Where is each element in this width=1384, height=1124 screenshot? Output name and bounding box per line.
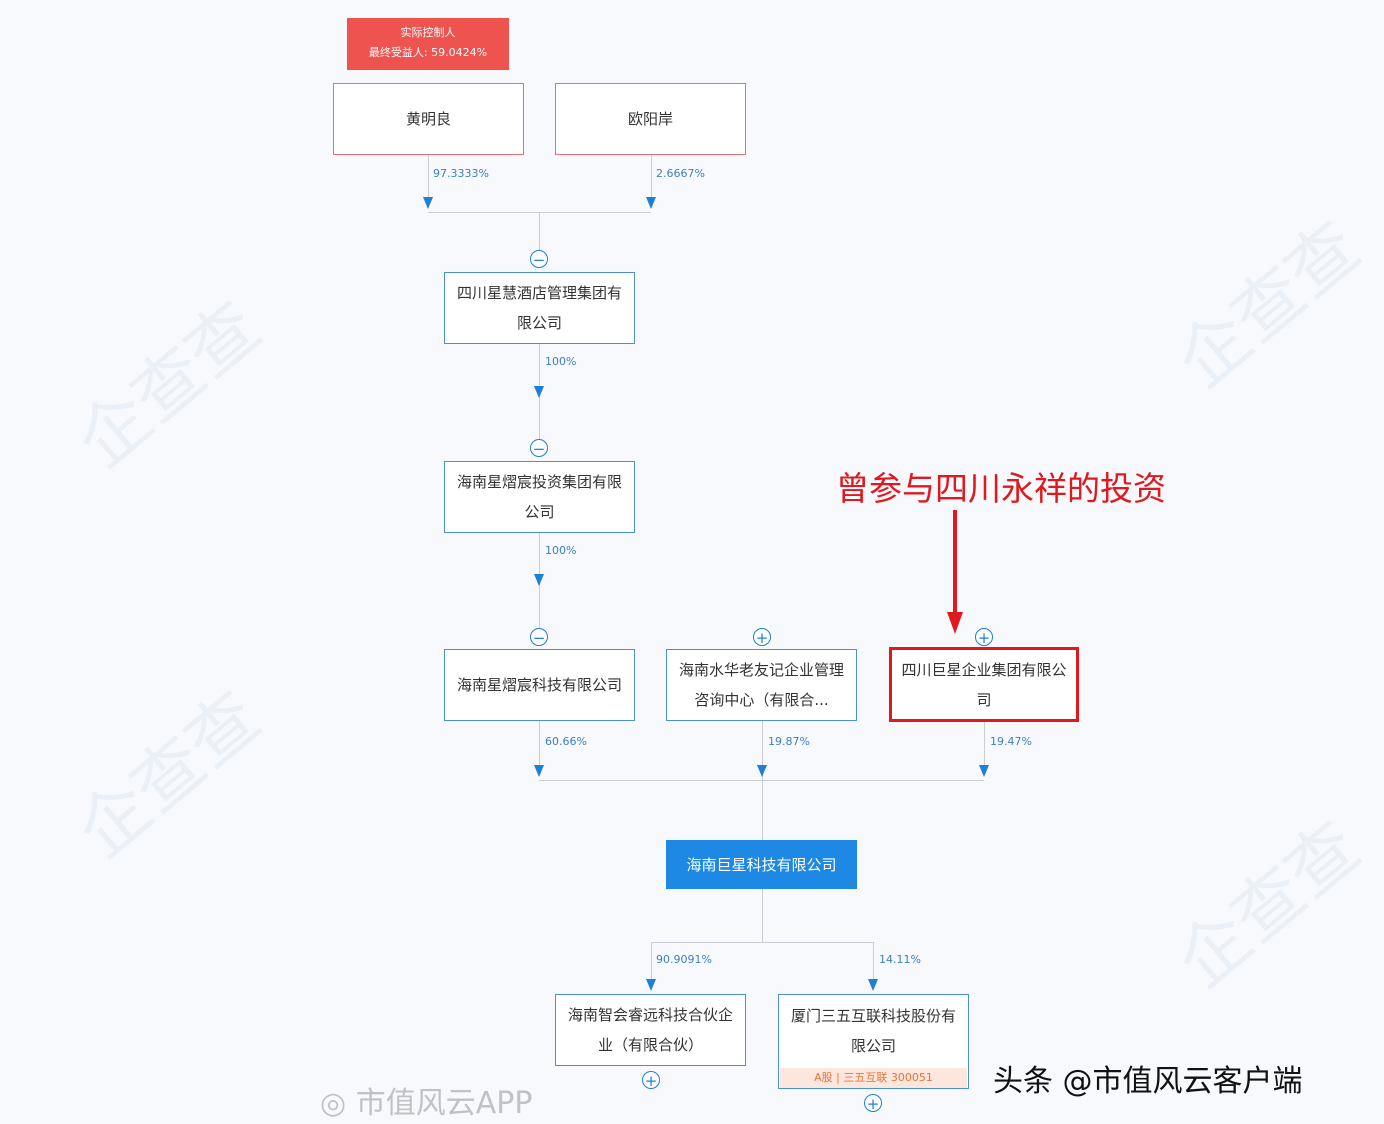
annotation-arrow-head-icon bbox=[947, 612, 963, 634]
investment-node[interactable]: 海南智会睿远科技合伙企业（有限合伙） bbox=[555, 994, 746, 1066]
shareholder-node-highlighted[interactable]: 四川巨星企业集团有限公司 bbox=[889, 647, 1079, 722]
person-node[interactable]: 黄明良 bbox=[333, 83, 524, 155]
watermark: 企查查 bbox=[1161, 805, 1376, 1004]
shareholder-node[interactable]: 海南水华老友记企业管理咨询中心（有限合... bbox=[666, 649, 857, 721]
share-pct: 19.47% bbox=[990, 735, 1032, 748]
weibo-watermark: ◎ 市值风云APP bbox=[320, 1078, 532, 1122]
watermark: 企查查 bbox=[61, 675, 276, 874]
expand-icon[interactable]: + bbox=[975, 628, 993, 647]
share-pct: 19.87% bbox=[768, 735, 810, 748]
share-pct: 90.9091% bbox=[656, 953, 712, 966]
share-pct: 60.66% bbox=[545, 735, 587, 748]
arrow-down-icon bbox=[757, 765, 767, 777]
arrow-down-icon bbox=[646, 197, 656, 209]
tooltip-beneficiary: 最终受益人: 59.0424% bbox=[368, 46, 488, 59]
collapse-icon[interactable]: − bbox=[530, 250, 548, 269]
company-node[interactable]: 海南星熠宸投资集团有限公司 bbox=[444, 461, 635, 533]
shareholder-node[interactable]: 海南星熠宸科技有限公司 bbox=[444, 649, 635, 721]
arrow-down-icon bbox=[646, 979, 656, 991]
expand-icon[interactable]: + bbox=[864, 1094, 882, 1113]
expand-icon[interactable]: + bbox=[753, 628, 771, 647]
weibo-icon: ◎ bbox=[320, 1086, 356, 1121]
collapse-icon[interactable]: − bbox=[530, 439, 548, 458]
company-node[interactable]: 四川星慧酒店管理集团有限公司 bbox=[444, 272, 635, 344]
watermark: 企查查 bbox=[61, 285, 276, 484]
arrow-down-icon bbox=[534, 574, 544, 586]
expand-icon[interactable]: + bbox=[642, 1071, 660, 1090]
share-pct: 2.6667% bbox=[656, 167, 705, 180]
annotation-text: 曾参与四川永祥的投资 bbox=[836, 469, 1166, 508]
stock-tag: A股 | 三五互联 300051 bbox=[780, 1068, 967, 1088]
collapse-icon[interactable]: − bbox=[530, 628, 548, 647]
arrow-down-icon bbox=[534, 386, 544, 398]
annotation-arrow bbox=[953, 510, 957, 615]
watermark: 企查查 bbox=[1161, 205, 1376, 404]
arrow-down-icon bbox=[534, 765, 544, 777]
target-company-node[interactable]: 海南巨星科技有限公司 bbox=[666, 840, 857, 889]
arrow-down-icon bbox=[423, 197, 433, 209]
share-pct: 100% bbox=[545, 355, 577, 368]
investment-name: 厦门三五互联科技股份有限公司 bbox=[790, 1007, 956, 1055]
tooltip-title: 实际控制人 bbox=[400, 26, 456, 39]
person-node[interactable]: 欧阳岸 bbox=[555, 83, 746, 155]
toutiao-watermark: 头条 @市值风云客户端 bbox=[993, 1064, 1303, 1099]
share-pct: 100% bbox=[545, 544, 577, 557]
share-pct: 97.3333% bbox=[433, 167, 489, 180]
arrow-down-icon bbox=[868, 979, 878, 991]
share-pct: 14.11% bbox=[879, 953, 921, 966]
weibo-watermark-text: 市值风云APP bbox=[355, 1086, 533, 1121]
arrow-down-icon bbox=[979, 765, 989, 777]
controller-tooltip: 实际控制人 最终受益人: 59.0424% bbox=[347, 18, 509, 70]
